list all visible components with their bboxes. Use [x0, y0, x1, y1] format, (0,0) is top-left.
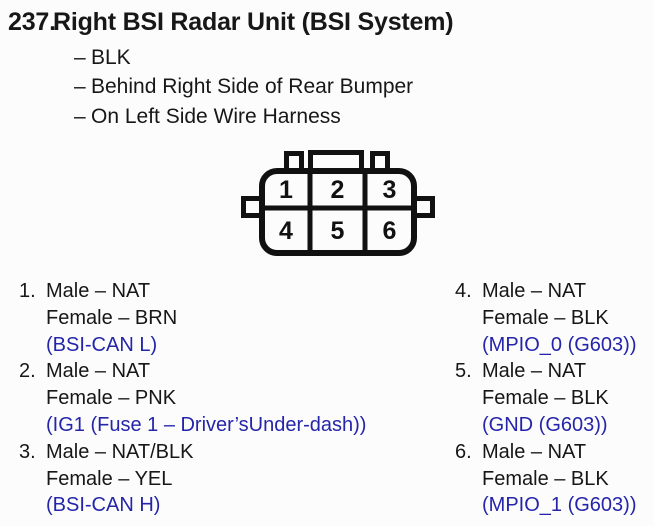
pin-item: 5. Male – NAT Female – BLK (GND (G603)): [455, 358, 636, 438]
detail-item: – On Left Side Wire Harness: [74, 102, 413, 131]
pin-signal-line: (BSI-CAN H): [46, 494, 161, 517]
detail-item: – Behind Right Side of Rear Bumper: [74, 72, 413, 101]
pin-female-line: Female – BLK: [482, 387, 609, 410]
pin-list-right: 4. Male – NAT Female – BLK (MPIO_0 (G603…: [455, 278, 636, 519]
pin-female-line: Female – BLK: [482, 306, 609, 329]
pin-list-left: 1. Male – NAT Female – BRN (BSI-CAN L) 2…: [19, 278, 366, 519]
pin-number: 4.: [455, 280, 472, 302]
dash-bullet: –: [74, 46, 86, 69]
dash-bullet: –: [74, 104, 86, 128]
pin-number: 6.: [455, 440, 472, 463]
connector-body: [259, 168, 417, 256]
pin-number: 2.: [19, 360, 36, 383]
pin-signal-line: (BSI-CAN L): [46, 333, 158, 356]
pin-male-line: Male – NAT: [46, 360, 151, 383]
page-title: 237. Right BSI Radar Unit (BSI System): [8, 8, 454, 37]
pin-signal-line: (GND (G603)): [482, 413, 608, 436]
pin-item: 4. Male – NAT Female – BLK (MPIO_0 (G603…: [455, 278, 636, 358]
pin-item: 3. Male – NAT/BLK Female – YEL (BSI-CAN …: [19, 439, 366, 519]
connector-cell-number: 5: [331, 217, 345, 245]
pin-male-line: Male – NAT: [482, 280, 587, 302]
pin-male-line: Male – NAT: [482, 360, 587, 383]
page-title-text: Right BSI Radar Unit (BSI System): [53, 8, 454, 36]
connector-cell-number: 3: [383, 176, 397, 204]
pin-male-line: Male – NAT: [46, 280, 151, 302]
connector-diagram: 1 2 3 4 5 6: [229, 143, 435, 261]
connector-cell-number: 1: [279, 176, 293, 204]
pin-number: 3.: [19, 440, 36, 463]
pin-female-line: Female – BLK: [482, 467, 609, 490]
detail-list: – BLK – Behind Right Side of Rear Bumper…: [74, 43, 413, 131]
pin-male-line: Male – NAT: [482, 440, 587, 463]
dash-bullet: –: [74, 75, 86, 99]
pin-male-line: Male – NAT/BLK: [46, 440, 194, 463]
detail-text: Behind Right Side of Rear Bumper: [91, 75, 414, 99]
pin-number: 5.: [455, 360, 472, 383]
pin-female-line: Female – YEL: [46, 467, 173, 490]
pin-female-line: Female – PNK: [46, 387, 177, 410]
detail-text: On Left Side Wire Harness: [91, 104, 341, 128]
pin-signal-line: (MPIO_1 (G603)): [482, 494, 637, 517]
pin-signal-line: (IG1 (Fuse 1 – Driver’sUnder-dash)): [46, 413, 367, 436]
connector-cell-number: 2: [331, 176, 345, 204]
pin-item: 6. Male – NAT Female – BLK (MPIO_1 (G603…: [455, 439, 636, 519]
item-number: 237.: [8, 8, 56, 36]
detail-text: BLK: [91, 46, 131, 69]
connector-cell-number: 6: [383, 217, 397, 245]
pin-signal-line: (MPIO_0 (G603)): [482, 333, 637, 356]
connector-cell-number: 4: [279, 217, 293, 245]
connector-drawing: 1 2 3 4 5 6: [241, 150, 435, 256]
pin-female-line: Female – BRN: [46, 306, 178, 329]
detail-item: – BLK: [74, 43, 413, 72]
pin-item: 2. Male – NAT Female – PNK (IG1 (Fuse 1 …: [19, 358, 366, 438]
pin-number: 1.: [19, 280, 36, 302]
pin-item: 1. Male – NAT Female – BRN (BSI-CAN L): [19, 278, 366, 358]
